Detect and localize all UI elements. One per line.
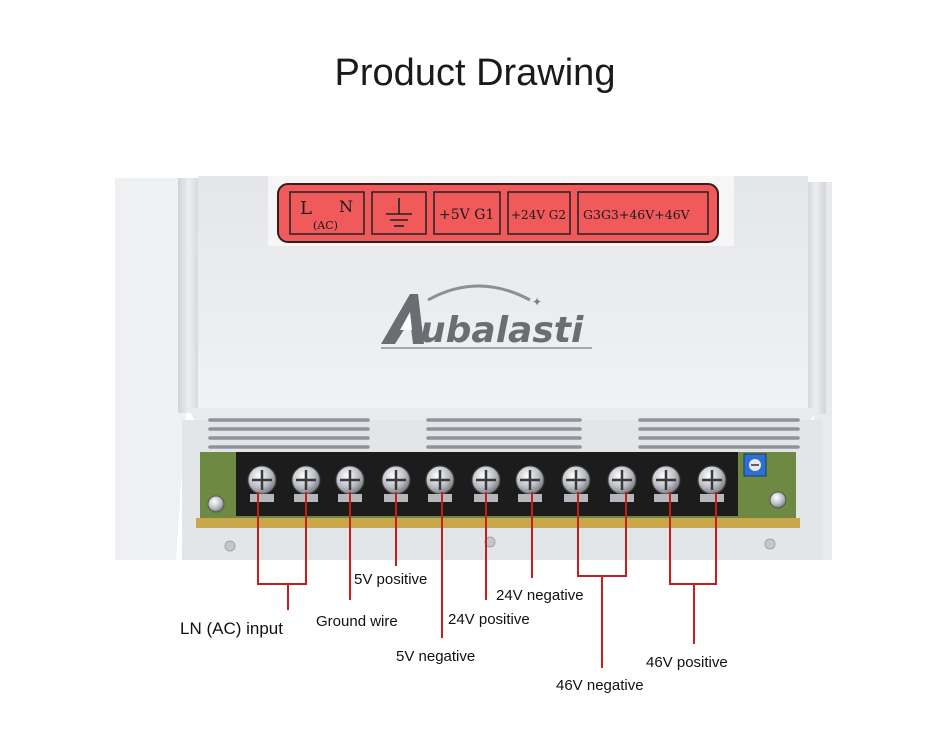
label-46v-negative: 46V negative — [556, 677, 644, 694]
label-24v-negative: 24V negative — [496, 587, 584, 604]
panel-text-46v: G3G3+46V+46V — [583, 207, 691, 222]
brand-logo: ✦ ubalasti — [381, 284, 592, 351]
panel-text-l: L — [300, 198, 312, 219]
screw-terminal-icon — [651, 465, 681, 502]
screw-terminal-icon — [247, 465, 277, 502]
panel-box-46v — [577, 191, 709, 235]
logo-star-icon: ✦ — [532, 295, 542, 309]
vent-slots-left — [208, 418, 370, 449]
page-title: Product Drawing — [334, 52, 616, 94]
label-ln-input: LN (AC) input — [180, 619, 283, 638]
screw-terminal-icon — [607, 465, 637, 502]
mounting-screw-right — [769, 491, 787, 509]
case-holes — [224, 536, 776, 552]
case-right-edge — [806, 182, 826, 414]
line-ln-input — [257, 492, 307, 585]
screw-terminal-icon — [697, 465, 727, 502]
brand-wordmark: ubalasti — [420, 310, 584, 351]
panel-box-24v — [507, 191, 571, 235]
label-5v-positive: 5V positive — [354, 571, 427, 588]
label-ground-wire: Ground wire — [316, 613, 398, 630]
mounting-screw-left — [207, 495, 225, 513]
label-24v-positive: 24V positive — [448, 611, 530, 628]
pcb-edge — [196, 518, 800, 528]
panel-box-ground — [371, 191, 427, 235]
screw-terminal-icon — [425, 465, 455, 502]
vent-slots-right — [638, 418, 800, 449]
label-5v-negative: 5V negative — [396, 648, 475, 665]
panel-text-5v: +5V G1 — [439, 207, 494, 223]
panel-text-n: N — [339, 197, 353, 216]
screw-terminal-icon — [561, 465, 591, 502]
terminal-label-panel — [277, 183, 719, 243]
panel-text-ac: (AC) — [313, 219, 338, 232]
case-left-edge — [178, 178, 200, 413]
panel-box-5v — [433, 191, 501, 235]
label-46v-positive: 46V positive — [646, 654, 728, 671]
vent-slots-middle — [426, 418, 582, 449]
adjust-potentiometer-icon — [743, 453, 767, 477]
panel-text-24v: +24V G2 — [511, 208, 566, 222]
logo-swoosh-icon — [427, 284, 531, 302]
terminal-screws — [247, 465, 727, 502]
logo-a-mark-icon — [381, 294, 424, 344]
ground-symbol-icon — [386, 198, 412, 227]
screw-terminal-icon — [515, 465, 545, 502]
connector-lines — [257, 492, 717, 668]
panel-box-ln — [289, 191, 365, 235]
